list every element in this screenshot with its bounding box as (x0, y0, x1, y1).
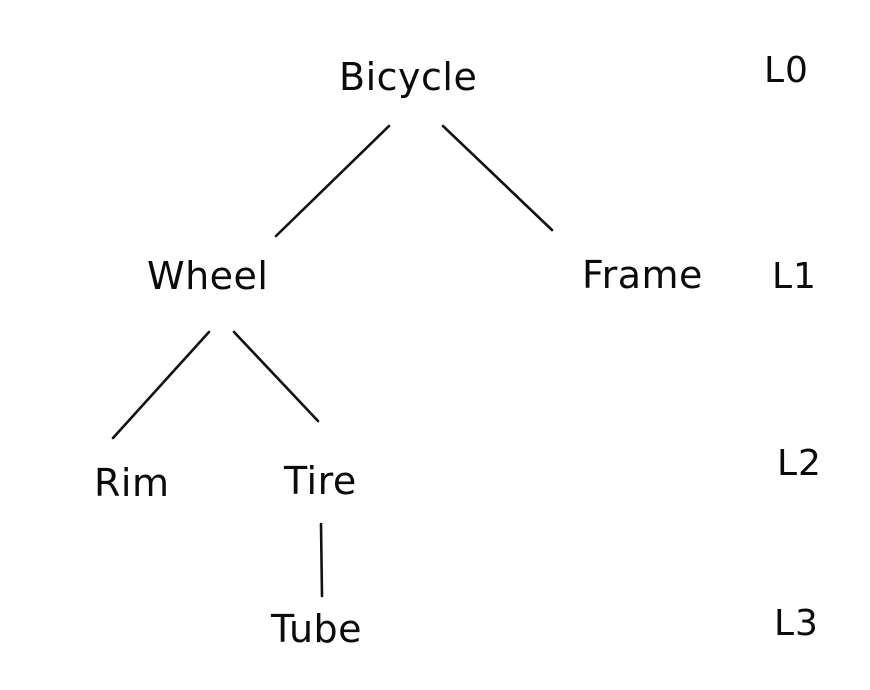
edge-bicycle-frame (441, 124, 554, 232)
node-frame[interactable]: Frame (582, 253, 703, 297)
edge-wheel-rim (111, 330, 211, 440)
level-label-l2: L2 (777, 443, 822, 484)
edge-wheel-tire (232, 330, 320, 423)
edge-bicycle-wheel (274, 124, 391, 238)
node-wheel[interactable]: Wheel (147, 254, 269, 298)
level-label-l3: L3 (774, 603, 819, 644)
node-tube[interactable]: Tube (271, 607, 363, 651)
node-rim[interactable]: Rim (94, 461, 170, 505)
node-tire[interactable]: Tire (284, 459, 357, 503)
edge-tire-tube (319, 522, 324, 598)
node-bicycle[interactable]: Bicycle (339, 55, 478, 99)
level-label-l0: L0 (764, 50, 809, 91)
level-label-l1: L1 (772, 256, 817, 297)
